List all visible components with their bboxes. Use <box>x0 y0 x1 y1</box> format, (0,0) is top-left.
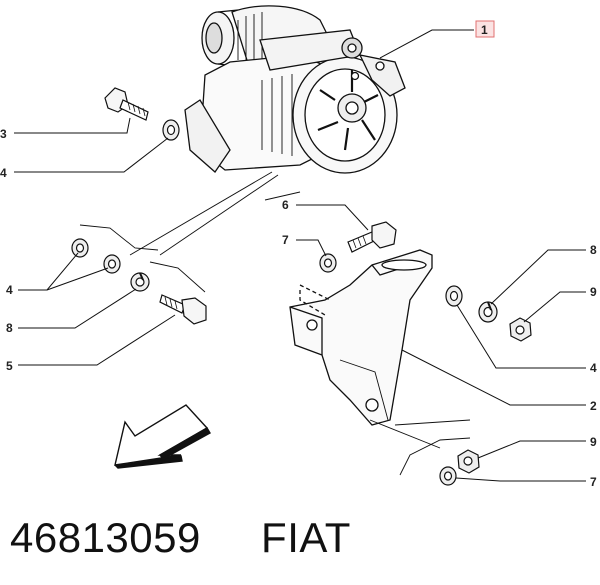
washer-icon <box>71 238 121 274</box>
callout-1-highlight-box <box>475 20 495 38</box>
bolt-icon <box>347 221 397 253</box>
callout-4-label: 4 <box>0 166 7 180</box>
callout-7-label: 7 <box>282 233 289 247</box>
part-number: 46813059 <box>10 514 201 561</box>
nut-icon <box>457 449 480 474</box>
callout-2-label: 2 <box>590 399 597 413</box>
split-washer-icon <box>130 272 150 292</box>
washer-icon <box>445 285 463 307</box>
callout-8-label: 8 <box>6 321 13 335</box>
washer-icon <box>319 253 337 273</box>
callout-3-label: 3 <box>0 127 7 141</box>
part-caption: 46813059 FIAT <box>10 510 351 566</box>
bolt-icon <box>104 87 149 121</box>
callout-4-label: 4 <box>590 361 597 375</box>
bolt-icon <box>159 294 207 325</box>
callout-5-label: 5 <box>6 359 13 373</box>
brand-name: FIAT <box>261 514 351 561</box>
washer-icon <box>162 119 180 141</box>
callout-6-label: 6 <box>282 198 289 212</box>
direction-arrow-icon <box>114 404 211 469</box>
leader-lines <box>14 29 586 482</box>
bracket-icon <box>289 249 433 426</box>
callout-9-label: 9 <box>590 435 597 449</box>
callout-4-label: 4 <box>6 283 13 297</box>
callout-7-label: 7 <box>590 475 597 489</box>
nut-icon <box>509 317 532 342</box>
callout-1-label: 1 <box>481 23 488 37</box>
construction-lines <box>79 171 471 476</box>
callout-9-label: 9 <box>590 285 597 299</box>
washer-icon <box>439 466 457 486</box>
alternator-icon <box>184 5 406 174</box>
callout-8-label: 8 <box>590 243 597 257</box>
split-washer-icon <box>478 301 498 323</box>
